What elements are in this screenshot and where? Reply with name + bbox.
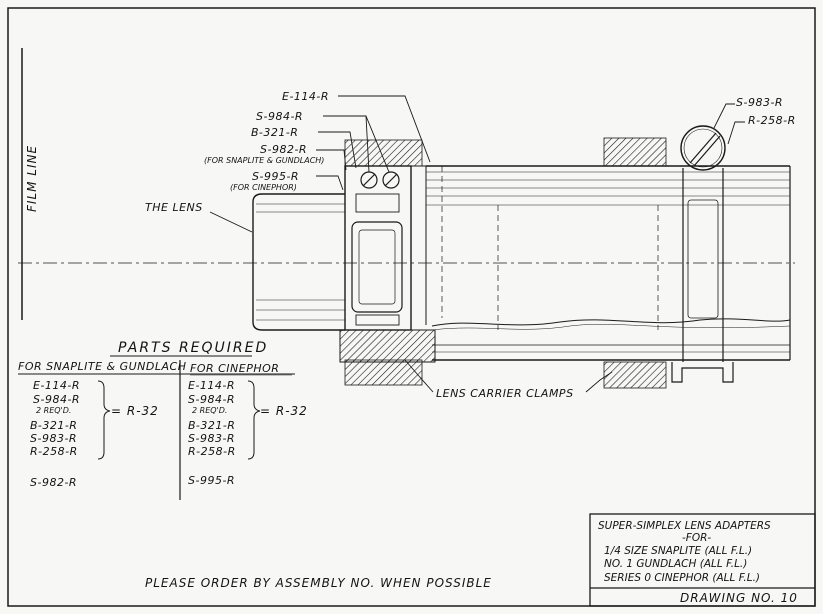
snaplite-item-b321: B-321-R xyxy=(30,419,77,432)
cinephor-item-e114: E-114-R xyxy=(188,379,235,392)
leader-lines xyxy=(209,95,745,393)
snaplite-qty-note: 2 REQ'D. xyxy=(36,406,71,415)
label-s983: S-983-R xyxy=(736,96,783,109)
title-line-4: NO. 1 GUNDLACH (ALL F.L.) xyxy=(604,558,747,570)
drawing-number: DRAWING NO. 10 xyxy=(680,591,798,605)
title-block: SUPER-SIMPLEX LENS ADAPTERS -FOR- 1/4 SI… xyxy=(589,513,816,607)
cinephor-item-b321: B-321-R xyxy=(188,419,235,432)
screw-icon xyxy=(360,171,378,189)
label-s982: S-982-R xyxy=(260,143,307,156)
cinephor-item-s983: S-983-R xyxy=(188,432,235,445)
parts-heading: PARTS REQUIRED xyxy=(118,340,268,356)
title-line-2: -FOR- xyxy=(682,532,711,544)
order-note: PLEASE ORDER BY ASSEMBLY NO. WHEN POSSIB… xyxy=(145,576,492,590)
cinephor-item-s984: S-984-R xyxy=(188,393,235,406)
label-s995-note: (FOR CINEPHOR) xyxy=(230,183,297,192)
title-line-1: SUPER-SIMPLEX LENS ADAPTERS xyxy=(598,520,771,532)
parts-required-table: PARTS REQUIRED FOR SNAPLITE & GUNDLACH E… xyxy=(18,340,308,500)
lens-mount-ring xyxy=(344,165,432,331)
carrier-hatching xyxy=(339,137,667,389)
title-line-3: 1/4 SIZE SNAPLITE (ALL F.L.) xyxy=(604,545,752,557)
screw-icon xyxy=(382,171,400,189)
snaplite-item-r258: R-258-R xyxy=(30,445,78,458)
label-e114: E-114-R xyxy=(282,90,329,103)
label-lens-carrier-clamps: LENS CARRIER CLAMPS xyxy=(436,387,574,400)
label-s995: S-995-R xyxy=(252,170,299,183)
snaplite-total: = R-32 xyxy=(111,404,159,418)
label-b321: B-321-R xyxy=(251,126,298,139)
cinephor-total: = R-32 xyxy=(260,404,308,418)
cinephor-header: FOR CINEPHOR xyxy=(190,362,279,375)
snaplite-item-s983: S-983-R xyxy=(30,432,77,445)
adapter-barrel xyxy=(425,165,791,361)
snaplite-extra-s982: S-982-R xyxy=(30,476,77,489)
lens-body xyxy=(252,193,345,331)
label-s982-note: (FOR SNAPLITE & GUNDLACH) xyxy=(204,156,324,165)
label-s984: S-984-R xyxy=(256,110,303,123)
film-line-label: FILM LINE xyxy=(25,145,39,212)
cinephor-item-r258: R-258-R xyxy=(188,445,236,458)
cinephor-extra-s995: S-995-R xyxy=(188,474,235,487)
snaplite-header: FOR SNAPLITE & GUNDLACH xyxy=(18,360,187,373)
clamp-screw-icon xyxy=(671,125,734,383)
title-line-5: SERIES 0 CINEPHOR (ALL F.L.) xyxy=(604,572,760,584)
label-r258: R-258-R xyxy=(748,114,796,127)
snaplite-item-e114: E-114-R xyxy=(33,379,80,392)
sheet-border xyxy=(7,7,816,607)
snaplite-item-s984: S-984-R xyxy=(33,393,80,406)
cinephor-qty-note: 2 REQ'D. xyxy=(192,406,227,415)
label-the-lens: THE LENS xyxy=(145,201,203,214)
